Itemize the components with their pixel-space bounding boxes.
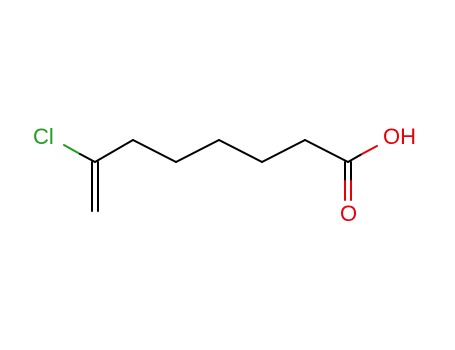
bond-c1-oh-o-part <box>361 145 378 155</box>
atom-label-hydroxyl: OH <box>383 124 416 149</box>
bond-c7-c6 <box>94 139 134 163</box>
bond-cl-c7-c-part <box>79 153 96 163</box>
bond-c3-c2 <box>261 139 306 163</box>
bond-cl-c7-cl-part <box>63 144 81 155</box>
bond-c5-c4 <box>175 139 220 163</box>
bond-c4-c3 <box>218 139 263 163</box>
bond-c6-c5 <box>132 139 177 163</box>
atom-label-chlorine: Cl <box>33 124 54 149</box>
bond-c1-oh-c-part <box>347 153 363 163</box>
atom-label-carbonyl-oxygen: O <box>340 201 357 226</box>
bond-c2-c1 <box>304 139 349 163</box>
